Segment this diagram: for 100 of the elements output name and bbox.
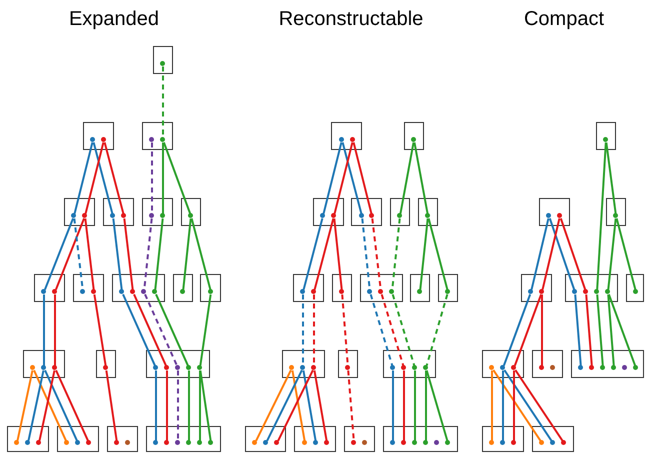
tree-node-box	[181, 198, 201, 226]
tree-node-box	[142, 122, 173, 150]
port-dot	[300, 365, 306, 370]
connector-line	[199, 370, 201, 440]
port-dot	[345, 365, 350, 370]
connector-line	[491, 370, 493, 440]
port-dot	[103, 365, 108, 370]
port-dot	[445, 440, 450, 446]
connector-line	[190, 218, 212, 290]
connector-line	[302, 218, 324, 290]
connector-line	[380, 294, 404, 366]
port-dot	[369, 213, 374, 218]
connector-line	[504, 370, 552, 442]
connector-line	[333, 218, 343, 290]
connector-line	[607, 218, 617, 290]
port-dot	[557, 213, 562, 218]
port-dot	[86, 440, 92, 446]
connector-line	[502, 370, 504, 440]
port-dot	[313, 440, 318, 446]
tree-node-box	[521, 274, 552, 302]
connector-line	[166, 370, 168, 440]
port-dot	[445, 289, 450, 294]
connector-line	[426, 370, 448, 441]
port-dot	[119, 289, 124, 294]
connector-line	[413, 142, 429, 214]
connector-line	[322, 142, 342, 214]
tree-node-box	[34, 274, 65, 302]
connector-line	[112, 218, 123, 290]
tree-node-box	[606, 198, 626, 226]
connector-line	[596, 142, 607, 290]
connector-line	[104, 142, 124, 214]
port-dot	[320, 213, 326, 218]
tree-node-box	[293, 274, 324, 302]
port-dot	[401, 440, 406, 446]
connector-line	[28, 370, 44, 441]
connector-line	[514, 294, 542, 366]
port-dot	[164, 440, 170, 446]
connector-line	[574, 294, 582, 366]
port-dot	[80, 289, 86, 294]
connector-line	[514, 370, 564, 442]
port-dot	[324, 440, 330, 446]
tree-node-box	[532, 350, 563, 378]
tree-node-box	[7, 426, 49, 452]
port-dot	[633, 365, 638, 370]
port-dot	[423, 440, 428, 446]
tree-node-box	[360, 274, 403, 302]
port-dot	[75, 440, 80, 446]
connector-line	[266, 370, 303, 442]
port-dot	[160, 213, 166, 218]
connector-line	[608, 294, 636, 366]
port-dot	[90, 137, 96, 142]
port-dot	[91, 289, 96, 294]
port-dot	[423, 365, 428, 370]
connector-line	[155, 370, 157, 440]
port-dot	[331, 213, 336, 218]
connector-line	[560, 218, 586, 290]
port-dot	[412, 440, 418, 446]
port-dot	[561, 440, 566, 446]
connector-line	[255, 370, 292, 442]
tree-node-box	[338, 350, 358, 378]
port-dot	[351, 440, 356, 446]
tree-node-box	[153, 46, 173, 74]
port-dot	[390, 440, 396, 446]
port-dot	[613, 213, 618, 218]
tree-node-box	[404, 122, 424, 150]
port-dot	[511, 440, 516, 446]
connector-line	[177, 370, 179, 440]
tree-node-box	[351, 198, 382, 226]
port-dot	[311, 365, 316, 370]
tree-node-box	[83, 122, 114, 150]
tree-node-box	[383, 350, 436, 378]
connector-line	[347, 370, 355, 441]
port-dot	[311, 289, 316, 294]
port-dot	[411, 137, 416, 142]
port-dot	[41, 289, 46, 294]
port-dot	[110, 213, 116, 218]
connector-line	[314, 218, 334, 290]
connector-line	[277, 370, 314, 442]
connector-line	[492, 370, 542, 442]
connector-line	[502, 294, 532, 366]
connector-line	[291, 370, 306, 441]
port-dot	[52, 365, 58, 370]
tree-node-box	[57, 426, 99, 452]
tree-node-box	[332, 274, 352, 302]
port-dot	[401, 365, 406, 370]
port-dot	[25, 440, 30, 446]
port-dot	[121, 213, 126, 218]
connector-line	[352, 142, 372, 214]
tree-node-box	[596, 122, 616, 150]
connector-line	[44, 218, 74, 290]
port-dot	[302, 440, 308, 446]
connector-line	[54, 218, 86, 290]
connector-line	[596, 294, 604, 366]
connector-line	[54, 294, 56, 366]
tree-node-box	[383, 426, 458, 452]
port-dot	[397, 213, 402, 218]
connector-line	[513, 370, 515, 440]
port-dot	[64, 440, 70, 446]
connector-line	[399, 142, 415, 214]
connector-line	[403, 370, 405, 440]
